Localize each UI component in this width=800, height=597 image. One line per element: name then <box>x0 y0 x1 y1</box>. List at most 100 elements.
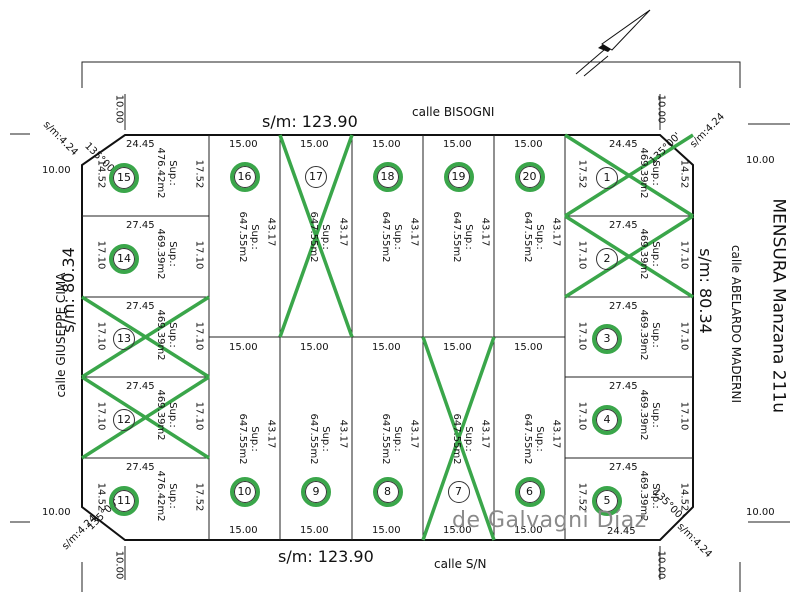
lot-6-approved-ring <box>514 477 545 507</box>
lot-15-front: 24.45 <box>126 139 155 150</box>
lot-14-approved-ring <box>109 243 139 274</box>
lot-4-side-b: 17.10 <box>678 401 690 431</box>
lot-16-front: 15.00 <box>229 139 258 150</box>
lot-1-number: 1 <box>596 166 618 189</box>
cross-lot-1-b <box>564 133 694 218</box>
lot-2-number: 2 <box>596 247 618 270</box>
corner-offset-e-top: 10.00 <box>746 155 775 166</box>
measure-north: s/m: 123.90 <box>262 112 358 131</box>
lot-14-side-a: 17.10 <box>95 240 107 270</box>
lot-17-front: 15.00 <box>300 139 329 150</box>
lot-16-area: Sup.: 647.55m2 <box>237 211 260 263</box>
lot-5-side-b: 14.52 <box>678 482 690 512</box>
lot-10-side: 43.17 <box>265 419 277 449</box>
lot-7-side: 43.17 <box>479 419 491 449</box>
cross-lot-17-b <box>278 134 354 338</box>
lot-10-front: 15.00 <box>229 342 258 353</box>
lot-5-approved-ring <box>592 486 622 516</box>
lot-6-front: 15.00 <box>514 342 543 353</box>
front-bottom-corner: 24.45 <box>607 526 636 537</box>
lot-11-approved-ring <box>109 486 139 516</box>
lot-16-approved-ring <box>229 162 260 192</box>
cross-lot-12-b <box>81 375 210 460</box>
lot-3-area: Sup.: 469.39m2 <box>638 309 661 361</box>
measure-east: s/m: 80.34 <box>696 248 715 334</box>
watermark: de Galvagni Díaz <box>452 508 647 533</box>
lot-10-approved-ring <box>229 477 260 507</box>
street-south: calle S/N <box>434 557 487 571</box>
corner-offset-sw: 10.00 <box>113 550 125 580</box>
lot-17-side: 43.17 <box>337 217 349 247</box>
lot-12-number: 12 <box>113 408 135 431</box>
lot-19-area: Sup.: 647.55m2 <box>451 211 474 263</box>
lot-13-area: Sup.: 469.39m2 <box>155 309 178 361</box>
lot-2-side-a: 17.10 <box>576 240 588 270</box>
lot-13-number: 13 <box>113 328 135 350</box>
lot-12-side-a: 17.10 <box>95 401 107 431</box>
lot-14-side-b: 17.10 <box>193 240 205 270</box>
lot-8-area: Sup.: 647.55m2 <box>380 413 403 465</box>
lot-7-front: 15.00 <box>443 342 472 353</box>
corner-offset-w-top: 10.00 <box>42 165 71 176</box>
lot-18-area: Sup.: 647.55m2 <box>380 211 403 263</box>
north-arrow-icon <box>575 9 651 77</box>
lot-6-area: Sup.: 647.55m2 <box>522 413 545 465</box>
lot-19-front: 15.00 <box>443 139 472 150</box>
lot-15-side-a: 14.52 <box>95 159 107 189</box>
lot-8-approved-ring <box>372 477 403 507</box>
lot-3-front: 27.45 <box>609 301 638 312</box>
lot-4-approved-ring <box>592 404 622 435</box>
lot-18-side: 43.17 <box>408 217 420 247</box>
lot-3-approved-ring <box>592 324 622 354</box>
lot-4-front: 27.45 <box>609 381 638 392</box>
lot-14-front: 27.45 <box>126 220 155 231</box>
lot-1-side-b: 14.52 <box>678 159 690 189</box>
measure-west: s/m: 80.34 <box>59 247 78 333</box>
lot-15-area: Sup.: 476.42m2 <box>155 147 178 199</box>
lot-20-side: 43.17 <box>550 217 562 247</box>
lot-3-side-a: 17.10 <box>576 321 588 351</box>
cross-lot-2-b <box>564 214 694 299</box>
lot-9-side: 43.17 <box>337 419 349 449</box>
cancel-marks <box>81 133 694 541</box>
measure-south: s/m: 123.90 <box>278 547 374 566</box>
street-north: calle BISOGNI <box>412 105 495 119</box>
lot-1-area: Sup.: 469.39m2 <box>638 147 661 199</box>
corner-offset-se: 10.00 <box>655 550 667 580</box>
lot-9-area: Sup.: 647.55m2 <box>308 413 331 465</box>
lot-9-approved-ring <box>301 477 331 507</box>
lot-1-side-a: 17.52 <box>576 159 588 189</box>
corner-offset-ne: 10.00 <box>655 94 667 124</box>
lot-7-area: Sup.: 647.55m2 <box>451 413 474 465</box>
lot-7-front-street: 15.00 <box>443 525 472 536</box>
lot-2-front: 27.45 <box>609 220 638 231</box>
lot-19-side: 43.17 <box>479 217 491 247</box>
lot-6-side: 43.17 <box>550 419 562 449</box>
lot-18-front: 15.00 <box>372 139 401 150</box>
lot-15-approved-ring <box>109 162 139 193</box>
lot-20-approved-ring <box>514 162 545 192</box>
lot-8-side: 43.17 <box>408 419 420 449</box>
lot-20-front: 15.00 <box>514 139 543 150</box>
lot-12-area: Sup.: 469.39m2 <box>155 389 178 441</box>
corner-offset-nw: 10.00 <box>113 94 125 124</box>
plan-title: MENSURA Manzana 211u <box>768 198 789 414</box>
lot-20-area: Sup.: 647.55m2 <box>522 211 545 263</box>
corner-offset-e-bottom: 10.00 <box>746 507 775 518</box>
lot-10-area: Sup.: 647.55m2 <box>237 413 260 465</box>
lot-17-number: 17 <box>305 166 327 188</box>
lot-10-front-street: 15.00 <box>229 525 258 536</box>
lot-18-approved-ring <box>372 162 403 192</box>
lot-4-side-a: 17.10 <box>576 401 588 431</box>
cross-lot-13-b <box>81 295 210 379</box>
lot-11-front: 27.45 <box>126 462 155 473</box>
lot-13-side-a: 17.10 <box>95 321 107 351</box>
lot-14-area: Sup.: 469.39m2 <box>155 228 178 280</box>
lot-11-side-a: 14.52 <box>95 482 107 512</box>
lot-9-front: 15.00 <box>300 342 329 353</box>
lot-3-side-b: 17.10 <box>678 321 690 351</box>
lot-8-front-street: 15.00 <box>372 525 401 536</box>
cross-lot-7-b <box>421 336 496 541</box>
